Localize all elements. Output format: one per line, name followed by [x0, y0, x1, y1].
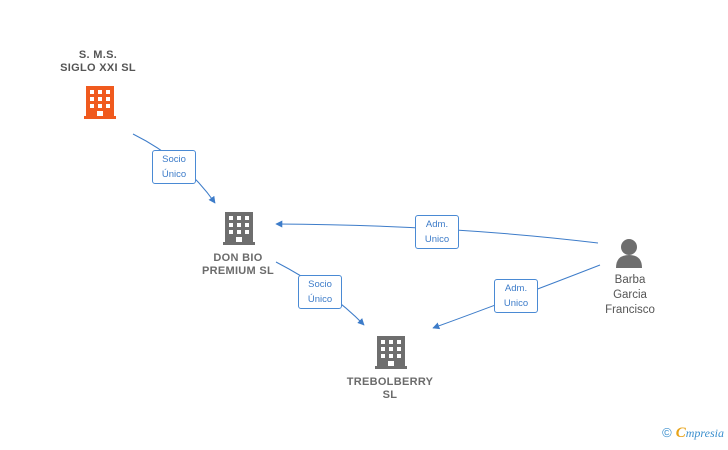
company-label-trebol[interactable]: TREBOLBERRY SL	[330, 376, 450, 402]
relation-text: Único	[161, 169, 187, 180]
relation-badge-adm[interactable]: Adm. Unico	[494, 279, 538, 313]
relation-text: Adm.	[504, 283, 528, 294]
person-name-line: Barba	[614, 274, 646, 286]
company-name-line: SIGLO XXI SL	[60, 62, 136, 74]
company-name-line: S. M.S.	[78, 49, 118, 61]
copyright-symbol: ©	[662, 425, 672, 440]
person-icon	[616, 239, 642, 268]
relation-text: Socio	[308, 279, 332, 290]
company-label-sms[interactable]: S. M.S. SIGLO XXI SL	[40, 49, 156, 75]
relation-text: Socio	[162, 154, 186, 165]
building-icon	[375, 336, 407, 369]
relation-badge-socio[interactable]: Socio Único	[298, 275, 342, 309]
company-name-line: TREBOLBERRY	[346, 376, 434, 388]
person-label[interactable]: Barba Garcia Francisco	[590, 273, 670, 318]
relation-badge-socio[interactable]: Socio Único	[152, 150, 196, 184]
relation-text: Unico	[503, 298, 529, 309]
relation-text: Único	[307, 294, 333, 305]
relation-text: Adm.	[425, 219, 449, 230]
brand-watermark: ©Cmpresia	[662, 425, 724, 442]
person-name-line: Francisco	[605, 304, 655, 316]
company-label-donbio[interactable]: DON BIO PREMIUM SL	[180, 252, 296, 278]
company-name-line: PREMIUM SL	[201, 265, 275, 277]
brand-name: mpresia	[685, 426, 724, 440]
company-name-line: SL	[382, 389, 398, 401]
person-name-line: Garcia	[613, 289, 647, 301]
building-icon	[223, 212, 255, 245]
company-name-line: DON BIO	[213, 252, 263, 264]
relation-badge-adm[interactable]: Adm. Unico	[415, 215, 459, 249]
brand-initial: C	[675, 425, 686, 441]
building-icon	[84, 86, 116, 119]
relation-text: Unico	[424, 234, 450, 245]
